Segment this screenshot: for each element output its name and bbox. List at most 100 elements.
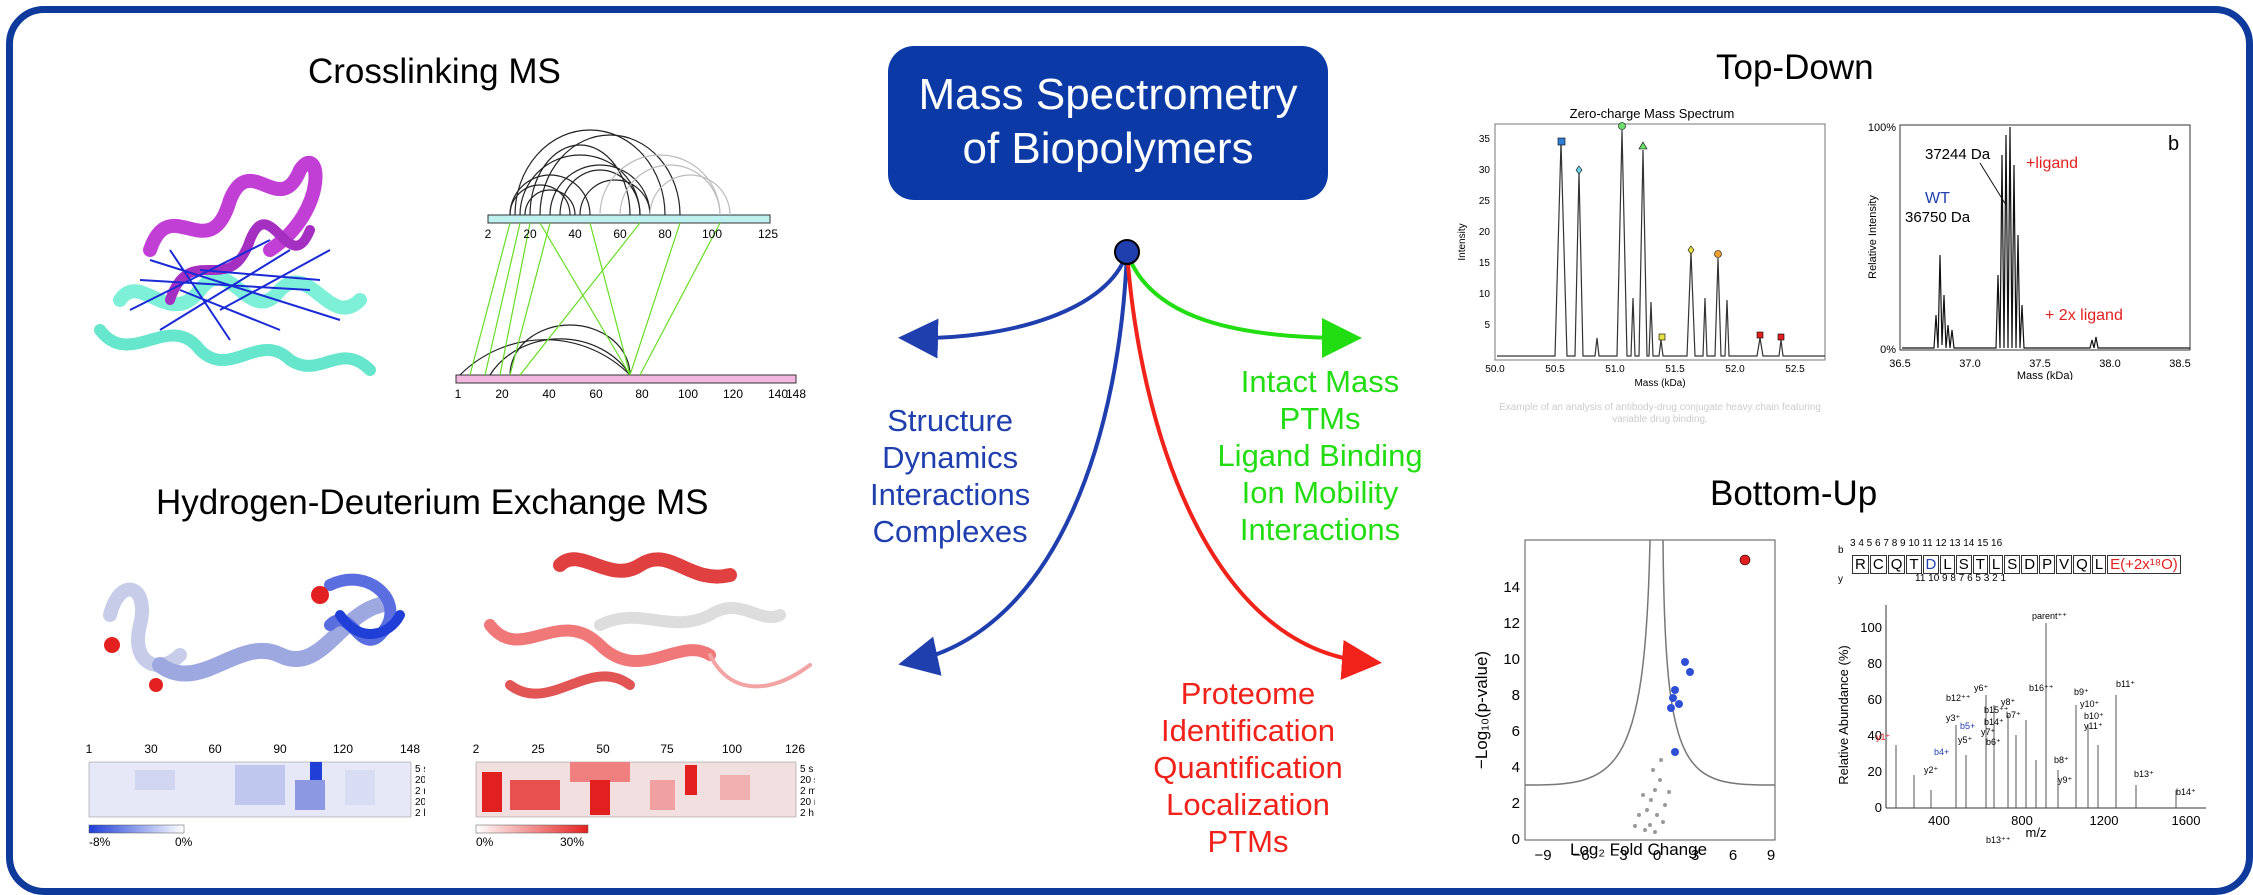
residue: D — [2021, 555, 2039, 574]
volcano-plot: −Log₁₀(p-value) 0 2 4 6 8 10 12 14 −9 −6… — [1472, 539, 1776, 864]
proteome-item: PTMs — [1207, 824, 1289, 859]
hdx-time: 20 s — [800, 775, 815, 786]
vp-ytick: 0 — [1512, 831, 1520, 848]
vp-xtick: 9 — [1767, 847, 1775, 864]
hdx-time: 2 h — [415, 808, 425, 819]
ls-xtick: 38.5 — [2169, 358, 2190, 370]
peak-label: y7⁺ — [1981, 727, 1996, 737]
peak-label: y9⁺ — [2058, 775, 2073, 785]
branch-arrows — [898, 239, 1382, 680]
zc-xtick: 51.5 — [1665, 364, 1685, 375]
bottomup-title: Bottom-Up — [1710, 474, 1878, 513]
hdx-right-tick: 25 — [531, 742, 545, 756]
arrow-structure — [898, 251, 1129, 359]
bottom-tick: 60 — [589, 387, 603, 401]
top-tick: 20 — [523, 227, 537, 241]
hdx-time: 5 s — [800, 764, 813, 775]
hdx-left-tick: 1 — [86, 742, 93, 756]
ls-y0: 0% — [1880, 344, 1896, 356]
hdx-right-tick: 126 — [785, 742, 805, 756]
hdx-time: 2 h — [800, 808, 814, 819]
zc-caption-2: variable drug binding. — [1612, 414, 1708, 425]
msms-xtick: 1200 — [2090, 813, 2119, 828]
structure-item: Dynamics — [882, 440, 1019, 475]
peak-label: b13⁺ — [2134, 769, 2154, 779]
peak-label: b5+ — [1960, 721, 1975, 731]
ls-ylabel: Relative Intensity — [1867, 195, 1879, 279]
hdx-time: 2 min — [800, 786, 815, 797]
hdx-time: 20 s — [415, 775, 425, 786]
hdx-left-tick: 30 — [144, 742, 158, 756]
crosslinking-title: Crosslinking MS — [308, 52, 561, 91]
peak-label: y10⁺ — [2080, 699, 2100, 709]
hdx-right-tick: 100 — [722, 742, 742, 756]
vp-xlabel: Log₂ Fold Change — [1570, 840, 1708, 859]
residue: V — [2056, 555, 2073, 574]
hub-box: Mass Spectrometry of Biopolymers — [888, 46, 1328, 200]
peak-label: b11⁺ — [2116, 679, 2135, 689]
crosslink-structure-image — [94, 155, 376, 376]
bottom-tick: 140 — [768, 387, 788, 401]
bottom-tick: 120 — [723, 387, 743, 401]
residue: R — [1852, 555, 1869, 574]
vp-xtick: −9 — [1534, 847, 1551, 864]
msms-ytick: 100 — [1860, 620, 1882, 635]
bottom-sequence-bar — [455, 374, 797, 384]
topdown-title: Top-Down — [1716, 48, 1874, 87]
hdx-time: 20 min — [415, 797, 425, 808]
msms-xtick: 1600 — [2172, 813, 2201, 828]
msms-y-numbers: 11 10 9 8 7 6 5 3 2 1 — [1915, 573, 2007, 584]
peak-label: b6⁺ — [1986, 737, 2001, 747]
ls-xtick: 37.0 — [1959, 358, 1980, 370]
hdx-right-scale-min: 0% — [476, 835, 494, 849]
msms-xlabel: m/z — [2026, 825, 2047, 840]
zc-xtick: 51.0 — [1605, 364, 1625, 375]
msms-ytick: 40 — [1868, 728, 1882, 743]
residue: L — [1988, 555, 2004, 574]
hub-line-2: of Biopolymers — [962, 124, 1254, 173]
intact-list: Intact Mass PTMs Ligand Binding Ion Mobi… — [1215, 363, 1425, 548]
hdx-structure-right-image — [484, 552, 812, 699]
hdx-title: Hydrogen-Deuterium Exchange MS — [156, 483, 709, 522]
peak-label: b4+ — [1934, 747, 1949, 757]
top-tick: 2 — [485, 227, 492, 241]
msms-b-row: b — [1838, 545, 1844, 556]
top-tick: 60 — [613, 227, 627, 241]
top-sequence-bar — [487, 214, 771, 224]
zc-xtick: 50.5 — [1545, 364, 1565, 375]
ls-label-2x: + 2x ligand — [2045, 307, 2123, 324]
peak-label: b12⁺⁺ — [1946, 693, 1971, 703]
residue: E(+2x¹⁸O) — [2107, 555, 2181, 574]
msms-b-numbers: 3 4 5 6 7 8 9 10 11 12 13 14 15 16 — [1850, 538, 2003, 549]
vp-ytick: 6 — [1512, 723, 1520, 740]
peak-label: b14⁺ — [2176, 787, 2196, 797]
top-tick: 40 — [568, 227, 582, 241]
peak-label: y2⁺ — [1924, 765, 1939, 775]
msms-ylabel: Relative Abundance (%) — [1836, 645, 1851, 784]
hdx-right-tick: 2 — [473, 742, 480, 756]
ls-label-37244: 37244 Da — [1925, 146, 1991, 163]
proteome-item: Quantification — [1153, 750, 1343, 785]
peak-label: b16⁺⁺ — [2029, 683, 2054, 693]
arrow-intact — [1125, 251, 1362, 358]
residue: T — [1906, 555, 1922, 574]
zc-xlabel: Mass (kDa) — [1634, 378, 1685, 389]
peak-label: b13⁺⁺ — [1986, 835, 2011, 845]
bottom-tick: 40 — [542, 387, 556, 401]
msms-ytick: 20 — [1868, 764, 1882, 779]
vp-xtick: 0 — [1653, 847, 1661, 864]
vp-ytick: 10 — [1503, 651, 1520, 668]
peak-label: y11⁺ — [2084, 721, 2103, 731]
residue: Q — [1887, 555, 1906, 574]
residue: L — [2091, 555, 2107, 574]
msms-ytick: 80 — [1868, 656, 1882, 671]
peak-label: b14⁺ — [1984, 717, 2004, 727]
zc-ytick: 15 — [1479, 258, 1491, 269]
structure-item: Structure — [887, 403, 1014, 438]
msms-sequence: R C Q T D L S T L S D P V Q L E(+2x¹⁸O) — [1852, 555, 2181, 574]
hdx-right-scale-max: 30% — [560, 835, 584, 849]
intact-item: Intact Mass — [1240, 364, 1400, 399]
zc-ytick: 10 — [1479, 289, 1491, 300]
msms-xtick: 400 — [1928, 813, 1950, 828]
bottom-tick: 20 — [495, 387, 509, 401]
